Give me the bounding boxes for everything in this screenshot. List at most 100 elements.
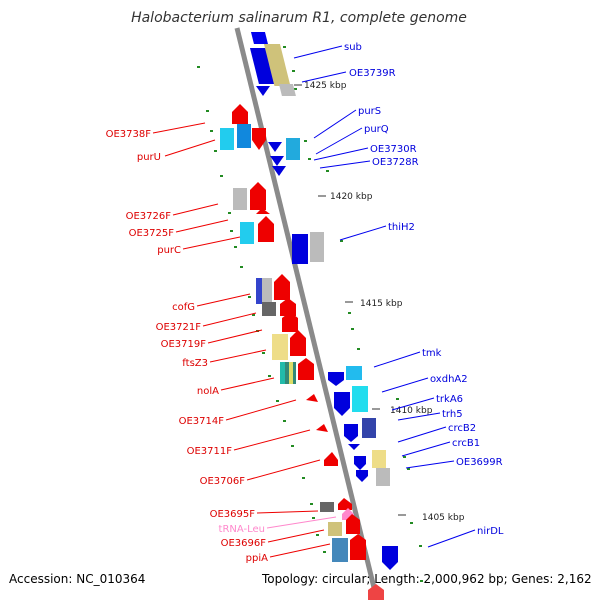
- gene-arrow: [350, 534, 366, 560]
- region-ticks: [197, 46, 423, 582]
- gene-label[interactable]: ftsZ3: [182, 358, 208, 369]
- gene-arrow: [256, 86, 270, 96]
- right-leader-lines: [293, 45, 476, 548]
- gene-block: [362, 418, 376, 438]
- gene-arrow: [356, 470, 368, 482]
- gene-block: [310, 232, 324, 262]
- gene-block: [346, 366, 362, 380]
- gene-label[interactable]: purC: [157, 245, 181, 256]
- gene-label[interactable]: purS: [358, 106, 381, 117]
- gene-arrow: [272, 166, 286, 176]
- gene-block: [220, 128, 234, 150]
- gene-label[interactable]: OE3706F: [200, 476, 246, 487]
- scale-marks: 1425 kbp 1420 kbp 1415 kbp 1410 kbp 1405…: [294, 81, 465, 523]
- gene-label[interactable]: OE3730R: [370, 144, 417, 155]
- scale-label: 1420 kbp: [330, 192, 373, 202]
- gene-label[interactable]: crcB2: [448, 423, 476, 434]
- right-gene-labels: sub OE3739R purS purQ OE3730R OE3728R th…: [344, 42, 504, 537]
- gene-arrow: [270, 156, 284, 166]
- gene-arrow: [250, 182, 266, 210]
- gene-arrow: [268, 142, 282, 152]
- gene-block: [278, 84, 296, 96]
- gene-arrow: [252, 128, 266, 150]
- gene-label[interactable]: OE3711F: [187, 446, 233, 457]
- gene-label[interactable]: OE3696F: [221, 538, 267, 549]
- gene-block: [286, 138, 300, 160]
- gene-arrow: [344, 424, 358, 442]
- gene-label[interactable]: OE3695F: [210, 509, 256, 520]
- genome-stats-line: Topology: circular; Length: 2,000,962 bp…: [262, 572, 592, 586]
- scale-label: 1415 kbp: [360, 299, 403, 309]
- gene-arrow: [316, 424, 328, 432]
- gene-label[interactable]: OE3726F: [126, 211, 172, 222]
- gene-arrow: [274, 274, 290, 300]
- gene-label[interactable]: purU: [137, 152, 161, 163]
- gene-block: [332, 538, 348, 562]
- gene-block: [233, 188, 247, 210]
- gene-label[interactable]: tmk: [422, 348, 442, 359]
- gene-label[interactable]: nirDL: [477, 526, 504, 537]
- left-gene-labels: OE3738F purU OE3726F OE3725F purC cofG O…: [106, 129, 269, 564]
- gene-arrow: [324, 452, 338, 466]
- gene-label[interactable]: purQ: [364, 124, 389, 135]
- gene-block: [289, 362, 293, 384]
- gene-arrow: [232, 104, 248, 124]
- gene-arrow: [290, 330, 306, 356]
- gene-arrow: [354, 456, 366, 470]
- gene-block: [328, 522, 342, 536]
- gene-arrow: [280, 298, 296, 316]
- gene-block: [352, 386, 368, 412]
- gene-block: [280, 362, 285, 384]
- gene-block: [372, 450, 386, 468]
- gene-label[interactable]: OE3725F: [129, 228, 175, 239]
- gene-label[interactable]: trh5: [442, 409, 463, 420]
- gene-arrow: [328, 372, 344, 386]
- gene-block: [262, 278, 272, 304]
- gene-block: [376, 468, 390, 486]
- gene-block: [272, 334, 288, 360]
- gene-block: [262, 302, 276, 316]
- gene-arrow: [282, 312, 298, 332]
- gene-label[interactable]: OE3739R: [349, 68, 396, 79]
- gene-arrow: [348, 444, 360, 450]
- gene-arrow: [338, 498, 352, 510]
- gene-block: [320, 502, 334, 512]
- gene-label[interactable]: OE3699R: [456, 457, 503, 468]
- gene-label[interactable]: OE3728R: [372, 157, 419, 168]
- gene-block: [292, 234, 308, 264]
- gene-arrow: [298, 358, 314, 380]
- genome-axis: [234, 27, 380, 600]
- gene-label[interactable]: tRNA-Leu: [219, 524, 265, 535]
- gene-label[interactable]: nolA: [197, 386, 219, 397]
- gene-block: [263, 44, 291, 86]
- gene-arrow: [256, 208, 270, 214]
- gene-arrow: [346, 514, 360, 534]
- gene-label[interactable]: thiH2: [388, 222, 415, 233]
- gene-label[interactable]: OE3738F: [106, 129, 152, 140]
- gene-label[interactable]: cofG: [172, 302, 195, 313]
- gene-block: [250, 32, 268, 44]
- gene-arrow: [382, 546, 398, 570]
- gene-arrow: [368, 584, 384, 600]
- scale-label: 1425 kbp: [304, 81, 347, 91]
- scale-label: 1405 kbp: [422, 513, 465, 523]
- accession-line: Accession: NC_010364: [9, 572, 146, 586]
- gene-arrow: [306, 394, 318, 402]
- gene-label[interactable]: OE3719F: [161, 339, 207, 350]
- gene-arrow: [334, 392, 350, 416]
- gene-label[interactable]: sub: [344, 42, 362, 53]
- gene-glyphs: [220, 32, 398, 600]
- scale-label: 1410 kbp: [390, 406, 433, 416]
- gene-label[interactable]: crcB1: [452, 438, 480, 449]
- gene-label[interactable]: oxdhA2: [430, 374, 468, 385]
- left-leader-lines: [152, 122, 337, 558]
- gene-label[interactable]: ppiA: [246, 553, 268, 564]
- gene-label[interactable]: OE3714F: [179, 416, 225, 427]
- gene-block: [240, 222, 254, 244]
- map-title: Halobacterium salinarum R1, complete gen…: [131, 10, 467, 26]
- gene-label[interactable]: trkA6: [436, 394, 463, 405]
- gene-arrow: [258, 216, 274, 242]
- gene-block: [237, 124, 251, 148]
- gene-label[interactable]: OE3721F: [156, 322, 202, 333]
